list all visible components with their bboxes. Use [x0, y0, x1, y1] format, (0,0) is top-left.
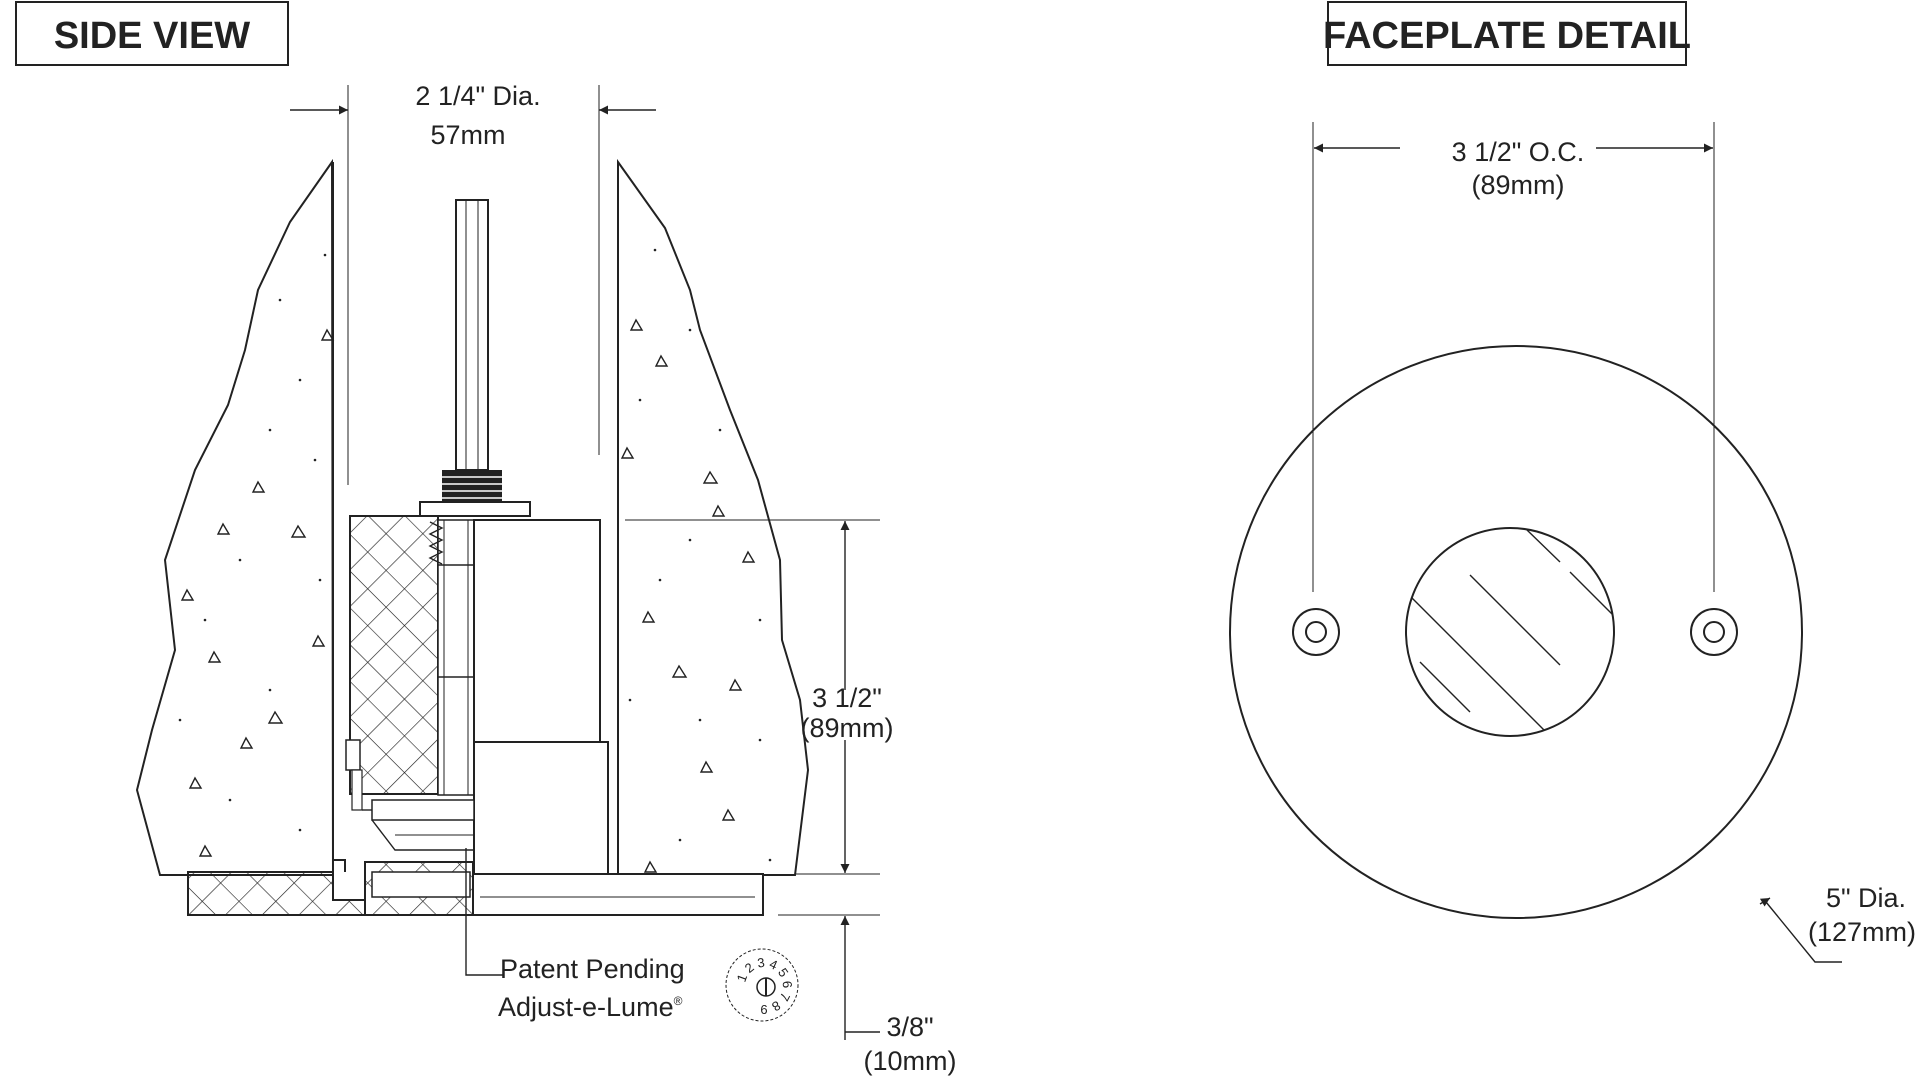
adjust-dial-number: 3	[756, 955, 765, 971]
faceplate-title: FACEPLATE DETAIL	[1323, 15, 1691, 57]
housing-body	[345, 515, 609, 875]
side-view-title: SIDE VIEW	[54, 15, 250, 57]
faceplate-diameter-metric: (127mm)	[1808, 917, 1916, 947]
aggregate-right	[620, 318, 756, 873]
adjust-dial-number: 6	[780, 980, 795, 988]
faceplate-oc-metric: (89mm)	[1472, 170, 1565, 200]
callout-line2: Adjust-e-Lume®	[498, 992, 683, 1022]
side-height-imperial: 3 1/2"	[812, 683, 882, 713]
callout-line1: Patent Pending	[500, 954, 685, 984]
callout-leader	[465, 848, 503, 976]
cable-stem	[419, 199, 531, 517]
side-view-title-box	[15, 1, 289, 66]
faceplate-outline	[1229, 345, 1803, 919]
side-flange-imperial: 3/8"	[886, 1012, 933, 1042]
aggregate-left	[180, 328, 335, 857]
adjust-dial-number: 1	[734, 972, 751, 984]
adjust-dial-number: 9	[760, 1002, 767, 1017]
side-flange-metric: (10mm)	[864, 1046, 957, 1076]
side-height-metric: (89mm)	[801, 713, 894, 743]
faceplate-diameter-imperial: 5" Dia.	[1826, 883, 1906, 913]
faceplate-flange	[187, 859, 764, 916]
lens-reflection-lines	[1411, 529, 1614, 735]
concrete-left	[135, 158, 335, 876]
side-view: SIDE VIEW	[15, 1, 957, 1076]
side-diameter-metric: 57mm	[430, 120, 505, 150]
screw-hole-right	[1690, 608, 1738, 656]
aggregate-dots	[178, 248, 772, 862]
side-diameter-imperial: 2 1/4" Dia.	[415, 81, 540, 111]
lens	[1405, 527, 1615, 737]
screw-hole-left	[1292, 608, 1340, 656]
faceplate-title-box	[1327, 1, 1687, 66]
faceplate-diameter-leader	[1760, 898, 1842, 963]
faceplate-oc-imperial: 3 1/2" O.C.	[1452, 137, 1585, 167]
concrete-right	[617, 158, 810, 876]
faceplate-detail: FACEPLATE DETAIL 3 1/2" O.C. (89mm)	[1229, 1, 1916, 963]
